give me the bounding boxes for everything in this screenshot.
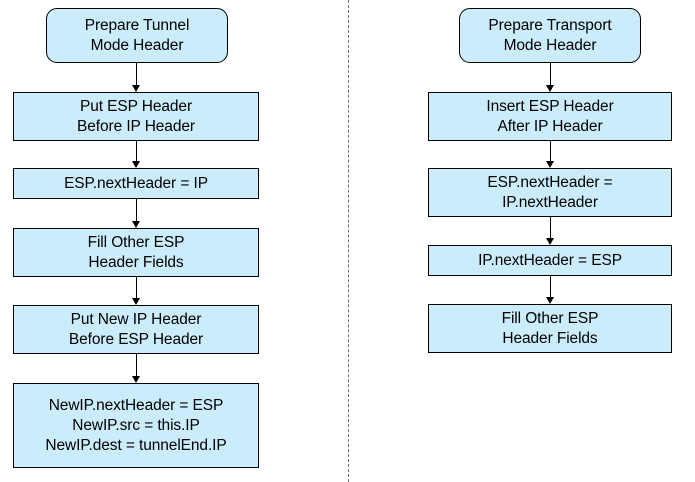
arrowhead-icon bbox=[546, 85, 554, 92]
arrow-connector bbox=[550, 141, 551, 163]
node-text-line: Fill Other ESP bbox=[501, 309, 599, 327]
node-text-line: IP.nextHeader bbox=[502, 193, 598, 211]
arrow-connector bbox=[136, 141, 137, 163]
node-text-line: NewIP.dest = tunnelEnd.IP bbox=[45, 436, 227, 454]
node-text-line: Put New IP Header bbox=[70, 310, 202, 328]
arrow-connector bbox=[550, 276, 551, 299]
flow-node-tunnel-step-5: NewIP.nextHeader = ESP NewIP.src = this.I… bbox=[13, 383, 259, 468]
arrowhead-icon bbox=[132, 298, 140, 305]
node-text-line: IP.nextHeader = ESP bbox=[478, 251, 622, 269]
node-text-line: Put ESP Header bbox=[79, 97, 193, 115]
arrowhead-icon bbox=[546, 161, 554, 168]
flow-node-transport-step-3: IP.nextHeader = ESP bbox=[428, 245, 672, 276]
node-text-line: ESP.nextHeader = IP bbox=[64, 174, 208, 192]
node-text-line: ESP.nextHeader = bbox=[487, 173, 613, 191]
arrowhead-icon bbox=[546, 297, 554, 304]
node-text-line: Before IP Header bbox=[77, 117, 195, 135]
node-text-line: After IP Header bbox=[497, 117, 603, 135]
node-text-line: Before ESP Header bbox=[68, 330, 204, 348]
arrowhead-icon bbox=[132, 376, 140, 383]
node-text-line: Mode Header bbox=[90, 36, 184, 54]
node-text-line: NewIP.nextHeader = ESP bbox=[48, 396, 224, 414]
arrowhead-icon bbox=[546, 238, 554, 245]
flow-node-tunnel-step-2: ESP.nextHeader = IP bbox=[13, 168, 259, 199]
node-text-line: Fill Other ESP bbox=[87, 233, 185, 251]
flow-node-tunnel-step-3: Fill Other ESP Header Fields bbox=[13, 228, 259, 277]
arrow-connector bbox=[550, 217, 551, 240]
node-text-line: Insert ESP Header bbox=[486, 97, 614, 115]
node-text-line: Prepare Transport bbox=[488, 16, 612, 34]
arrow-connector bbox=[136, 199, 137, 223]
arrow-connector bbox=[136, 277, 137, 300]
node-text-line: NewIP.src = this.IP bbox=[72, 416, 200, 434]
flow-node-transport-step-4: Fill Other ESP Header Fields bbox=[428, 304, 672, 353]
arrowhead-icon bbox=[132, 221, 140, 228]
arrow-connector bbox=[136, 63, 137, 87]
arrowhead-icon bbox=[132, 85, 140, 92]
node-text-line: Header Fields bbox=[88, 253, 184, 271]
vertical-dashed-divider bbox=[348, 0, 349, 482]
arrowhead-icon bbox=[132, 161, 140, 168]
node-text-line: Mode Header bbox=[503, 36, 597, 54]
node-text-line: Prepare Tunnel bbox=[84, 16, 190, 34]
node-text-line: Header Fields bbox=[502, 329, 598, 347]
arrow-connector bbox=[136, 354, 137, 378]
flow-node-transport-step-2: ESP.nextHeader = IP.nextHeader bbox=[428, 168, 672, 217]
arrow-connector bbox=[550, 63, 551, 87]
